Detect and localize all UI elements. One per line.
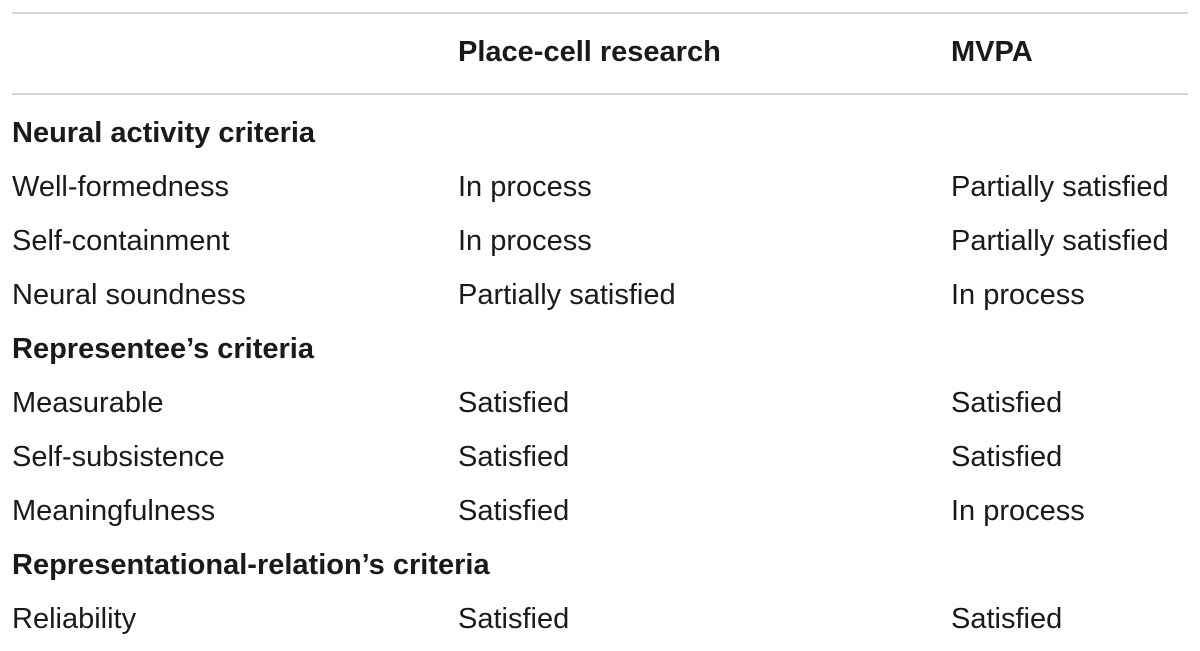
mvpa-status: Satisfied [951, 387, 1063, 419]
table-row: Reliability Satisfied Satisfied [0, 592, 1200, 646]
mvpa-status: Satisfied [951, 441, 1063, 473]
mvpa-status: Satisfied [951, 603, 1063, 635]
place-cell-status: Satisfied [458, 441, 570, 473]
table-row: Self-subsistence Satisfied Satisfied [0, 430, 1200, 484]
table-row: Well-formedness In process Partially sat… [0, 160, 1200, 214]
place-cell-status: Satisfied [458, 495, 570, 527]
criterion-label: Meaningfulness [12, 495, 216, 527]
table-row: Measurable Satisfied Satisfied [0, 376, 1200, 430]
criterion-label: Well-formedness [12, 171, 230, 203]
criterion-label: Self-subsistence [12, 441, 225, 473]
section-header-row: Representee’s criteria [0, 322, 1200, 376]
header-cell-place-cell: Place-cell research [458, 36, 721, 68]
criterion-label: Measurable [12, 387, 164, 419]
place-cell-status: Partially satisfied [458, 279, 676, 311]
header-cell-mvpa: MVPA [951, 36, 1033, 68]
criterion-label: Reliability [12, 603, 137, 635]
mvpa-status: In process [951, 495, 1085, 527]
place-cell-status: Satisfied [458, 387, 570, 419]
section-header-row: Neural activity criteria [0, 106, 1200, 160]
mvpa-status: Partially satisfied [951, 225, 1169, 257]
criterion-label: Self-containment [12, 225, 230, 257]
section-title: Representee’s criteria [12, 333, 314, 365]
table-row: Self-containment In process Partially sa… [0, 214, 1200, 268]
table-top-rule [12, 12, 1188, 14]
table-row: Meaningfulness Satisfied In process [0, 484, 1200, 538]
place-cell-status: In process [458, 225, 592, 257]
section-header-row: Representational-relation’s criteria [0, 538, 1200, 592]
section-title: Representational-relation’s criteria [12, 549, 490, 581]
table-header-row: Place-cell research MVPA [0, 25, 1200, 79]
place-cell-status: Satisfied [458, 603, 570, 635]
table-row: Neural soundness Partially satisfied In … [0, 268, 1200, 322]
place-cell-status: In process [458, 171, 592, 203]
table-header-rule [12, 93, 1188, 95]
criterion-label: Neural soundness [12, 279, 246, 311]
mvpa-status: In process [951, 279, 1085, 311]
section-title: Neural activity criteria [12, 117, 316, 149]
mvpa-status: Partially satisfied [951, 171, 1169, 203]
